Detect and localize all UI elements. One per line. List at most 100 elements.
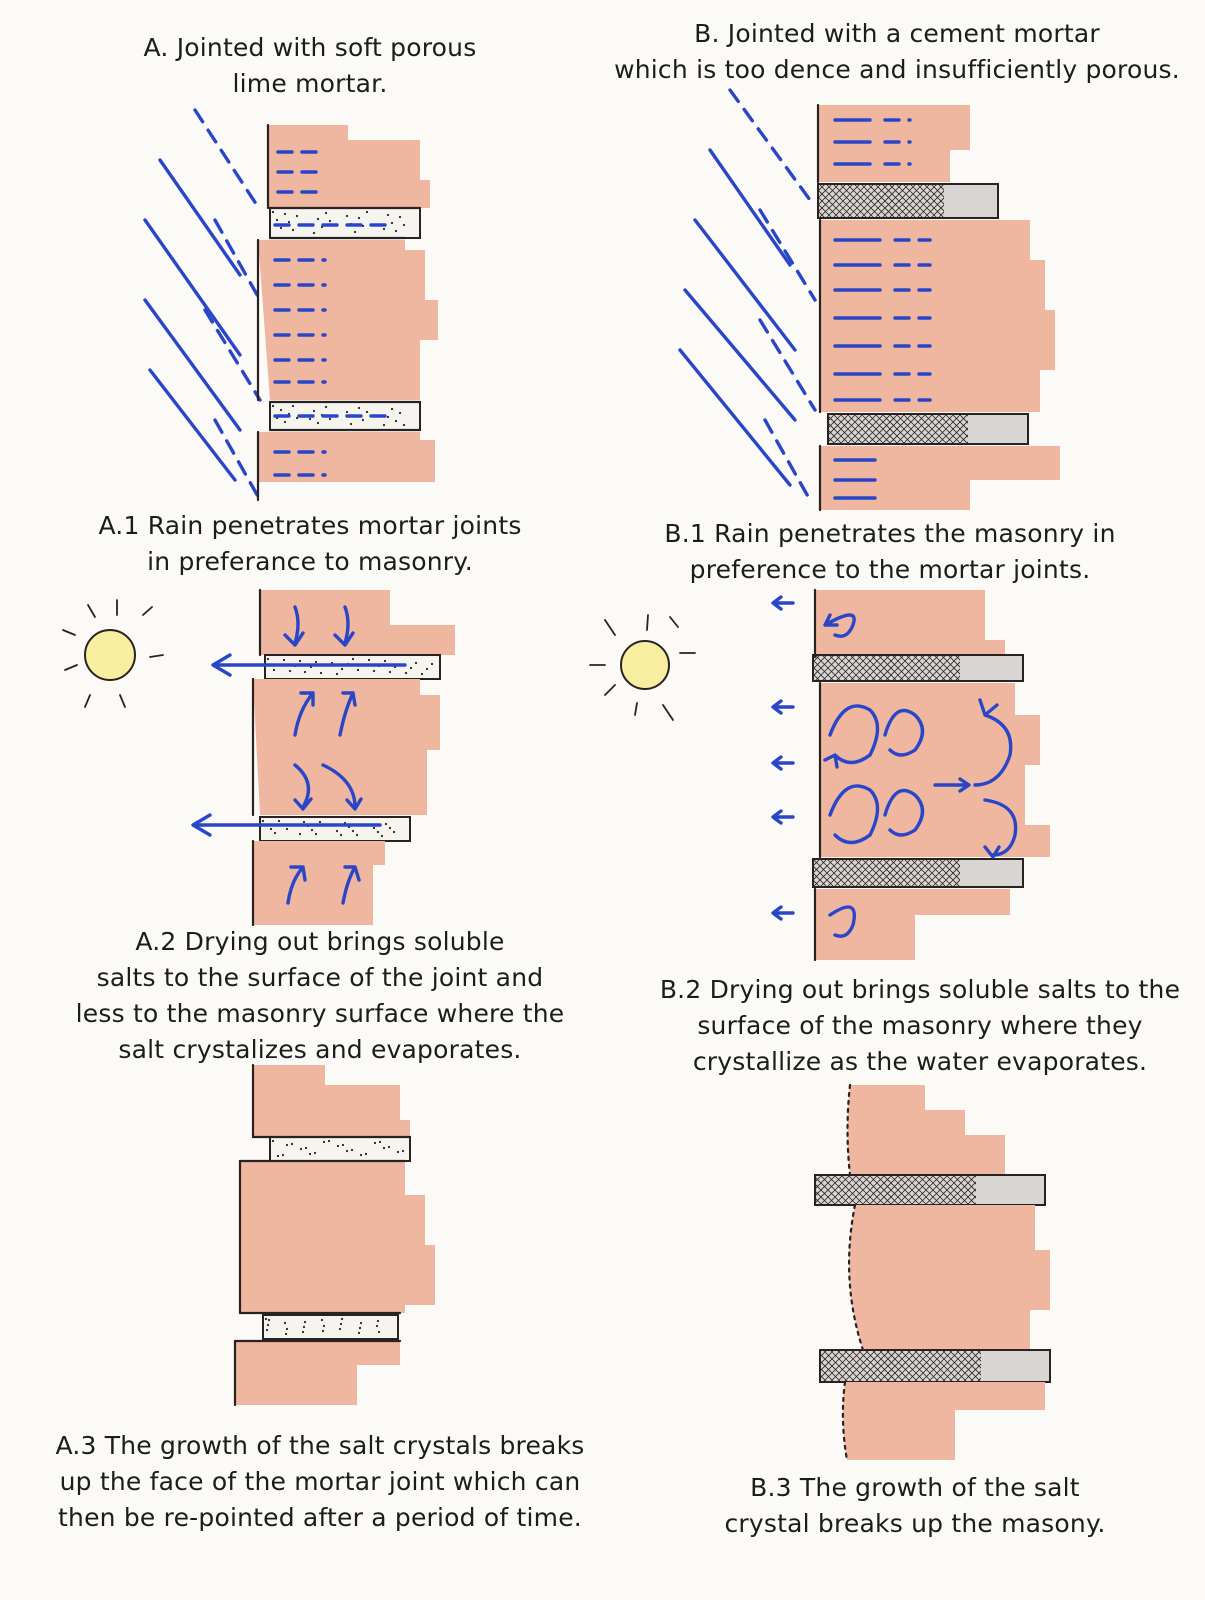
mortar-stipple	[324, 211, 328, 215]
mortar-stipple	[376, 830, 380, 834]
mortar-stipple	[351, 657, 355, 661]
mortar-stipple	[357, 406, 361, 410]
mortar-stipple	[386, 415, 390, 419]
mortar-stipple	[414, 661, 418, 665]
mortar-stipple	[341, 1143, 345, 1147]
mortar-joint	[262, 1314, 399, 1340]
mortar-stipple	[378, 1140, 382, 1144]
mortar-stipple	[324, 405, 328, 409]
mortar-stipple	[313, 1151, 317, 1155]
mortar-stipple	[284, 1332, 288, 1336]
mortar-stipple	[276, 1154, 280, 1158]
mortar-stipple	[312, 409, 316, 413]
mortar-stipple	[291, 404, 295, 408]
mortar-stipple	[398, 215, 402, 219]
mortar-hatching	[820, 1350, 981, 1382]
mortar-stipple	[357, 216, 361, 220]
mortar-stipple	[267, 1318, 271, 1322]
mortar-stipple	[316, 217, 320, 221]
mortar-stipple	[387, 1145, 391, 1149]
caption-b2: B.2 Drying out brings soluble salts to t…	[659, 975, 1181, 1076]
mortar-stipple	[335, 672, 339, 676]
water-flow-arrow-icon	[191, 605, 407, 905]
mortar-stipple	[298, 659, 302, 663]
mortar-stipple	[318, 820, 322, 824]
mortar-stipple	[340, 1317, 344, 1321]
caption-a-title: A. Jointed with soft porous lime mortar.	[143, 33, 477, 98]
mortar-stipple	[287, 220, 291, 224]
caption-b3: B.3 The growth of the salt crystal break…	[724, 1473, 1106, 1538]
mortar-stipple	[390, 407, 394, 411]
mortar-stipple	[380, 834, 384, 838]
mortar-stipple	[365, 210, 369, 214]
rain-streaks-icon	[143, 108, 262, 502]
mortar-stipple	[365, 410, 369, 414]
mortar-hatching	[813, 859, 960, 887]
mortar-stipple	[282, 658, 286, 662]
mortar-stipple	[382, 227, 386, 231]
mortar-stipple	[376, 1319, 380, 1323]
water-flow-arrow-icon	[771, 595, 1018, 938]
mortar-stipple	[404, 671, 408, 675]
mortar-stipple	[312, 231, 316, 235]
figure-b3	[814, 1083, 1051, 1462]
mortar-stipple	[316, 421, 320, 425]
mortar-stipple	[308, 1152, 312, 1156]
mortar-stipple	[269, 827, 273, 831]
mortar-stipple	[339, 1322, 343, 1326]
mortar-stipple	[328, 219, 332, 223]
mortar-joint	[259, 816, 411, 842]
sun-icon	[62, 599, 164, 708]
mortar-stipple	[335, 829, 339, 833]
mortar-stipple	[271, 1139, 275, 1143]
mortar-stipple	[288, 669, 292, 673]
masonry-wall	[814, 1083, 1051, 1462]
mortar-joint	[819, 1349, 1051, 1383]
mortar-stipple	[295, 416, 299, 420]
mortar-stipple	[359, 1153, 363, 1157]
mortar-stipple	[388, 670, 392, 674]
mortar-stipple	[339, 833, 343, 837]
mortar-stipple	[402, 223, 406, 227]
mortar-stipple	[356, 668, 360, 672]
mortar-stipple	[301, 1330, 305, 1334]
mortar-stipple	[302, 1325, 306, 1329]
mortar-stipple	[338, 1327, 342, 1331]
mortar-stipple	[409, 666, 413, 670]
mortar-stipple	[271, 404, 275, 408]
mortar-stipple	[425, 667, 429, 671]
mortar-stipple	[364, 1152, 368, 1156]
figure-a1	[143, 108, 438, 502]
mortar-stipple	[355, 833, 359, 837]
mortar-stipple	[295, 214, 299, 218]
mortar-stipple	[402, 423, 406, 427]
caption-b1: B.1 Rain penetrates the masonry in prefe…	[664, 519, 1116, 584]
mortar-stipple	[299, 1147, 303, 1151]
mortar-stipple	[281, 1153, 285, 1157]
mortar-stipple	[264, 1317, 268, 1321]
mortar-stipple	[372, 826, 376, 830]
mortar-stipple	[401, 1149, 405, 1153]
mortar-hatching	[815, 1175, 976, 1205]
figure-b1	[678, 88, 1060, 512]
mortar-stipple	[382, 423, 386, 427]
masonry-wall	[816, 103, 1060, 512]
mortar-stipple	[272, 668, 276, 672]
mortar-stipple	[351, 829, 355, 833]
mortar-stipple	[291, 228, 295, 232]
mortar-stipple	[386, 213, 390, 217]
mortar-stipple	[353, 230, 357, 234]
mortar-stipple	[390, 221, 394, 225]
caption-a3: A.3 The growth of the salt crystals brea…	[55, 1431, 585, 1532]
mortar-stipple	[314, 832, 318, 836]
mortar-stipple	[322, 1324, 326, 1328]
mortar-stipple	[285, 1143, 289, 1147]
mortar-stipple	[375, 1324, 379, 1328]
mortar-stipple	[361, 418, 365, 422]
mortar-stipple	[298, 832, 302, 836]
mortar-stipple	[283, 1321, 287, 1325]
mortar-stipple	[322, 1140, 326, 1144]
mortar-stipple	[302, 820, 306, 824]
mortar-stipple	[277, 819, 281, 823]
mortar-stipple	[336, 1144, 340, 1148]
